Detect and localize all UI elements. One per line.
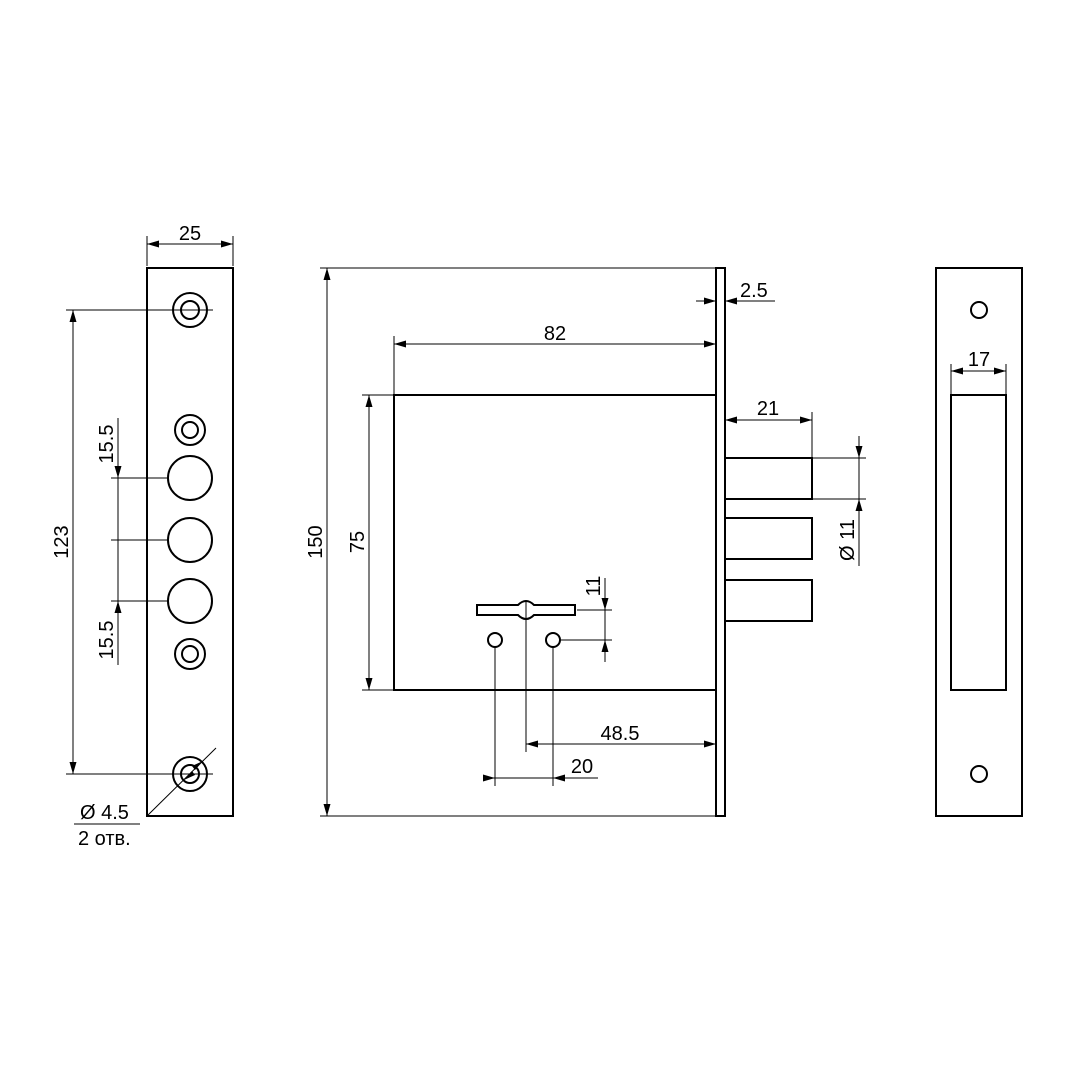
dim-hole-diameter-label: Ø 4.5 (80, 802, 129, 824)
dim-lock-total-height-label: 150 (305, 525, 327, 558)
faceplate-view: 25 123 15.5 15.5 Ø 4.5 2 от (51, 223, 234, 850)
dim-bolt-throw-label: 21 (757, 398, 779, 420)
strike-plate-hole-top (970, 301, 988, 319)
dim-strike-slot-width-label: 17 (968, 349, 990, 371)
dim-lock-body-height-label: 75 (347, 531, 369, 553)
bolt-1 (724, 457, 813, 500)
dim-lock-body-width (393, 336, 716, 395)
dim-lock-body-width-label: 82 (544, 323, 566, 345)
dim-plate-thickness (696, 297, 775, 305)
bolt-2 (724, 517, 813, 560)
dim-faceplate-height-label: 123 (51, 525, 73, 558)
faceplate-small-hole-upper (174, 414, 206, 446)
faceplate-bolt-hole-3 (167, 578, 213, 624)
strike-plate-slot (950, 394, 1007, 691)
dim-faceplate-spacing-top-label: 15.5 (96, 425, 118, 464)
spindle-hole-left (487, 632, 503, 648)
dim-faceplate-height (66, 309, 213, 775)
dim-key-offset (525, 600, 716, 752)
dim-faceplate-spacing (111, 418, 168, 665)
dim-faceplate-width-label: 25 (179, 223, 201, 245)
keyhole (476, 600, 576, 620)
dim-lock-total-height (320, 267, 716, 817)
dim-lock-body-height (362, 394, 394, 691)
dim-faceplate-spacing-bottom-label: 15.5 (96, 621, 118, 660)
dim-keyhole-height (560, 578, 612, 662)
bolt-3 (724, 579, 813, 622)
dim-hole-spacing (483, 647, 598, 786)
dim-hole-count-label: 2 отв. (78, 828, 131, 850)
dim-plate-thickness-label: 2.5 (740, 280, 768, 302)
dim-faceplate-width (146, 236, 234, 266)
faceplate-bolt-hole-1 (167, 455, 213, 501)
strike-plate-hole-bottom (970, 765, 988, 783)
faceplate-outline (146, 267, 234, 817)
faceplate-bolt-hole-2 (167, 517, 213, 563)
dim-hole-spacing-label: 20 (571, 756, 593, 778)
dim-bolt-diameter (812, 436, 866, 566)
dim-strike-slot-width (950, 364, 1007, 395)
faceplate-small-hole-lower (174, 638, 206, 670)
lock-front-plate (715, 267, 726, 817)
strike-plate-view: 17 (935, 267, 1023, 817)
strike-plate-outline (935, 267, 1023, 817)
lock-case (393, 394, 717, 691)
spindle-hole-right (545, 632, 561, 648)
dim-bolt-diameter-label: Ø 11 (837, 519, 859, 561)
dim-hole-diameter-leader (74, 747, 217, 825)
dim-bolt-throw (725, 412, 813, 458)
dim-keyhole-height-label: 11 (583, 576, 605, 597)
lock-body-view: 150 75 82 2.5 (305, 267, 866, 817)
dim-key-offset-label: 48.5 (601, 723, 640, 745)
